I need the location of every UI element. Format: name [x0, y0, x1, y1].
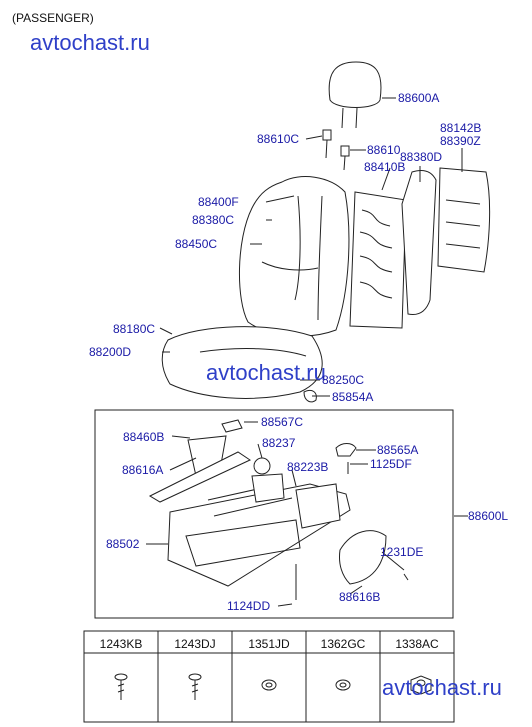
screw-icon [114, 673, 128, 700]
watermark-bottom: avtochast.ru [382, 675, 502, 700]
washer-icon [261, 679, 277, 691]
part-label-88600L: 88600L [468, 509, 509, 523]
back-panel-drawing [401, 167, 491, 315]
headrest-drawing [328, 61, 382, 129]
fastener-label: 1243DJ [174, 637, 216, 651]
part-label-88610C: 88610C [257, 132, 300, 146]
seat-track-group-box [94, 409, 454, 619]
part-label-88223B: 88223B [287, 460, 329, 474]
part-label-1124DD: 1124DD [227, 599, 271, 613]
fastener-table [83, 630, 455, 723]
part-label-88142B: 88142B [440, 121, 482, 135]
side-cover-drawing [339, 530, 409, 585]
part-label-88616B: 88616B [339, 590, 381, 604]
part-label-85854A: 85854A [332, 390, 374, 404]
watermark-middle: avtochast.ru [206, 360, 326, 385]
screw-icon [188, 673, 202, 700]
leader-lines [146, 97, 468, 607]
fastener-label: 1338AC [395, 637, 439, 651]
part-label-88610: 88610 [367, 143, 401, 157]
part-label-88567C: 88567C [261, 415, 304, 429]
part-label-88380D: 88380D [400, 150, 443, 164]
washer-icon [335, 679, 351, 691]
seat-back-frame-drawing [349, 191, 407, 329]
fastener-label: 1362GC [320, 637, 366, 651]
seat-back-cover-drawing [238, 176, 350, 337]
part-label-88450C: 88450C [175, 237, 218, 251]
part-label-88410B: 88410B [364, 160, 406, 174]
part-label-88400F: 88400F [198, 195, 239, 209]
part-label-1231DE: 1231DE [380, 545, 424, 559]
part-label-88250C: 88250C [322, 373, 365, 387]
part-label-88502: 88502 [106, 537, 140, 551]
fastener-label: 1351JD [248, 637, 290, 651]
part-label-88380C: 88380C [192, 213, 235, 227]
nut-icon [410, 675, 432, 695]
fastener-label: 1243KB [99, 637, 143, 651]
seat-cushion-drawing [161, 326, 323, 399]
part-label-88237: 88237 [262, 436, 296, 450]
part-label-88460B: 88460B [123, 430, 165, 444]
page-title: (PASSENGER) [12, 11, 94, 25]
part-label-88600A: 88600A [398, 91, 440, 105]
part-label-88565A: 88565A [377, 443, 419, 457]
part-label-88180C: 88180C [113, 322, 156, 336]
part-label-1125DF: 1125DF [370, 457, 412, 471]
seat-track-drawing [148, 419, 357, 600]
headrest-guides [322, 129, 350, 171]
watermark-top: avtochast.ru [30, 30, 150, 55]
part-label-88616A: 88616A [122, 463, 164, 477]
part-label-88200D: 88200D [89, 345, 132, 359]
part-label-88390Z: 88390Z [440, 134, 481, 148]
